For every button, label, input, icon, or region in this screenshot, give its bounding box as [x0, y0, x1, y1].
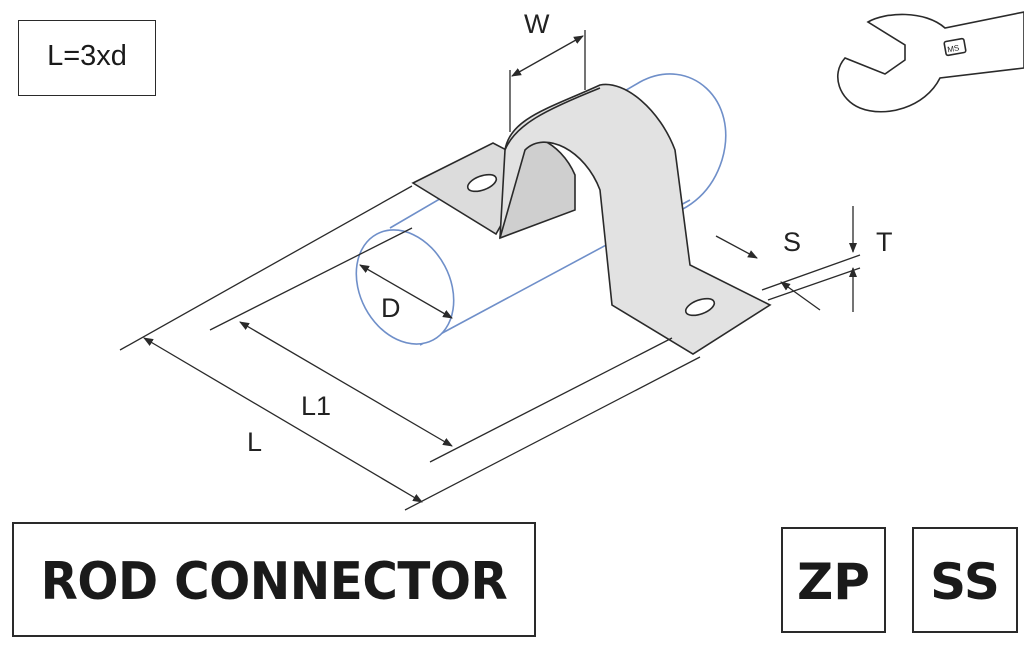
rod-end-face: [355, 229, 455, 345]
dimension-lines: [119, 30, 861, 511]
formula-box: L=3xd: [18, 20, 156, 96]
label-l: L: [247, 427, 262, 457]
finish-code-zp: ZP: [797, 553, 870, 611]
wrench-mark: MS: [947, 43, 960, 54]
bracket: [411, 83, 772, 355]
finish-code-ss: SS: [930, 553, 1000, 611]
label-s: S: [783, 227, 801, 257]
title-box: ROD CONNECTOR: [12, 522, 536, 637]
label-t: T: [876, 227, 893, 257]
finish-badge-zp: ZP: [781, 527, 886, 633]
finish-badge-ss: SS: [912, 527, 1018, 633]
wrench-icon: MS: [836, 11, 1024, 113]
formula-text: L=3xd: [47, 40, 127, 72]
label-l1: L1: [301, 391, 331, 421]
label-w: W: [524, 9, 550, 39]
product-title: ROD CONNECTOR: [40, 552, 508, 612]
label-d: D: [381, 293, 401, 323]
